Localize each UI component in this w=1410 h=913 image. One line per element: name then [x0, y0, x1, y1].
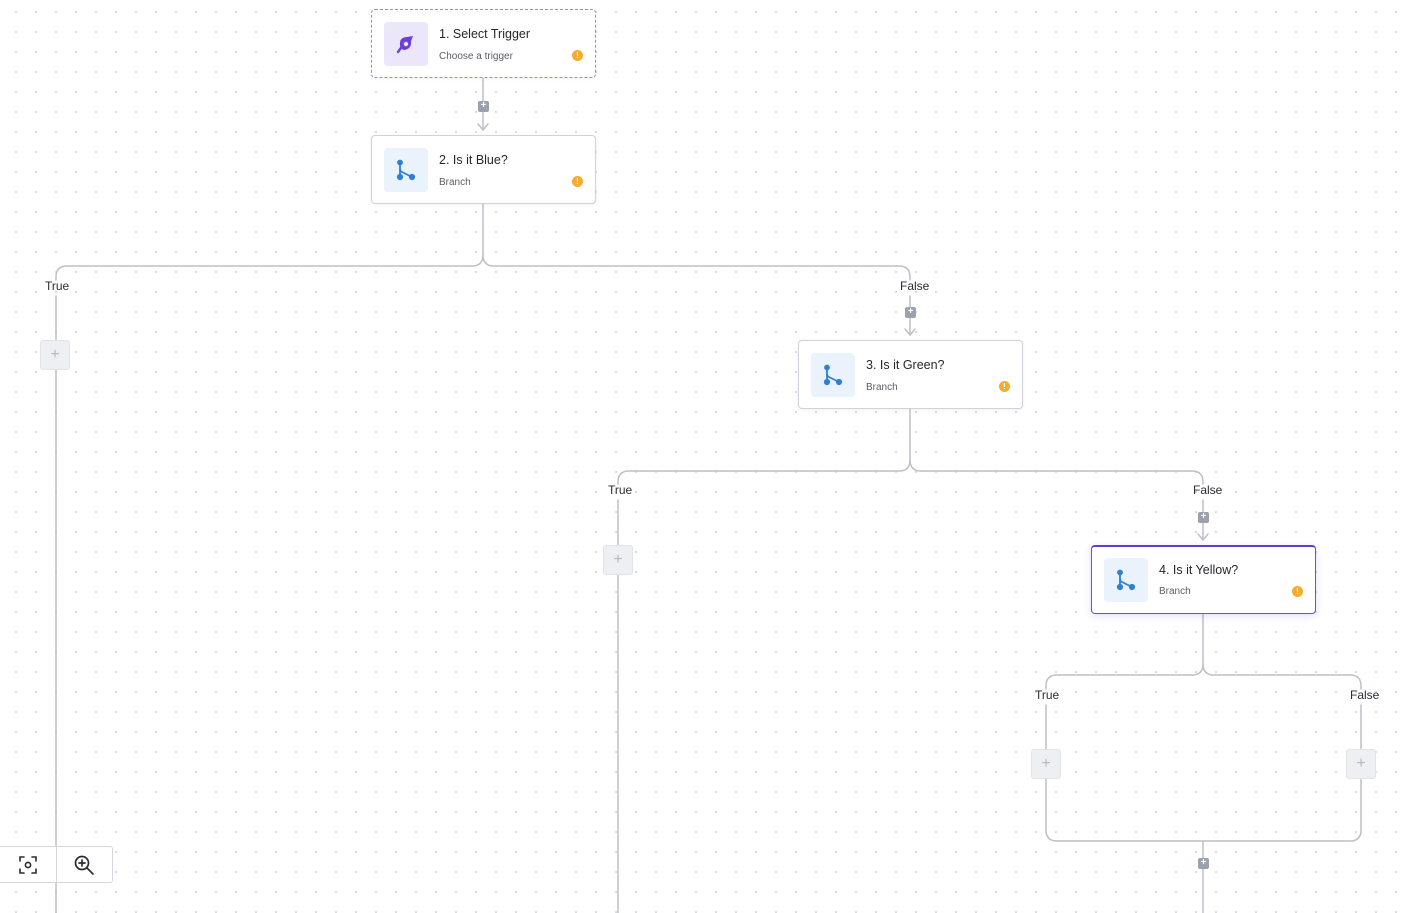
node-title: 1. Select Trigger — [439, 27, 531, 41]
branch-node-yellow[interactable]: 4. Is it Yellow? Branch ! — [1091, 545, 1316, 614]
node-subtitle: Branch — [1159, 586, 1191, 597]
branch-icon — [811, 353, 855, 397]
branch-label-true: True — [608, 483, 633, 497]
add-step-placeholder[interactable]: + — [1031, 749, 1061, 779]
fit-view-icon — [17, 854, 39, 876]
branch-label-false: False — [1193, 483, 1223, 497]
branch-label-true: True — [1035, 688, 1060, 702]
add-step-button[interactable]: + — [1198, 512, 1209, 523]
node-title: 4. Is it Yellow? — [1159, 563, 1239, 577]
branch-label-false: False — [900, 279, 930, 293]
zoom-in-button[interactable] — [55, 847, 113, 882]
node-subtitle: Choose a trigger — [439, 51, 513, 62]
warning-icon: ! — [572, 176, 583, 187]
branch-icon — [1104, 558, 1148, 602]
add-step-placeholder[interactable]: + — [1346, 749, 1376, 779]
warning-icon: ! — [1292, 586, 1303, 597]
add-step-placeholder[interactable]: + — [40, 340, 70, 370]
canvas-toolbar — [0, 846, 113, 883]
trigger-icon — [384, 22, 428, 66]
branch-label-false: False — [1350, 688, 1380, 702]
branch-node-green[interactable]: 3. Is it Green? Branch ! — [798, 340, 1023, 409]
add-step-button[interactable]: + — [478, 101, 489, 112]
node-title: 3. Is it Green? — [866, 358, 945, 372]
trigger-node[interactable]: 1. Select Trigger Choose a trigger ! — [371, 9, 596, 78]
node-subtitle: Branch — [439, 177, 471, 188]
node-subtitle: Branch — [866, 382, 898, 393]
add-step-button[interactable]: + — [905, 307, 916, 318]
fit-view-button[interactable] — [0, 847, 56, 882]
branch-label-true: True — [45, 279, 70, 293]
add-step-placeholder[interactable]: + — [603, 545, 633, 575]
node-title: 2. Is it Blue? — [439, 153, 508, 167]
branch-icon — [384, 148, 428, 192]
zoom-in-icon — [73, 854, 95, 876]
warning-icon: ! — [999, 381, 1010, 392]
branch-node-blue[interactable]: 2. Is it Blue? Branch ! — [371, 135, 596, 204]
add-step-button[interactable]: + — [1198, 858, 1209, 869]
warning-icon: ! — [572, 50, 583, 61]
